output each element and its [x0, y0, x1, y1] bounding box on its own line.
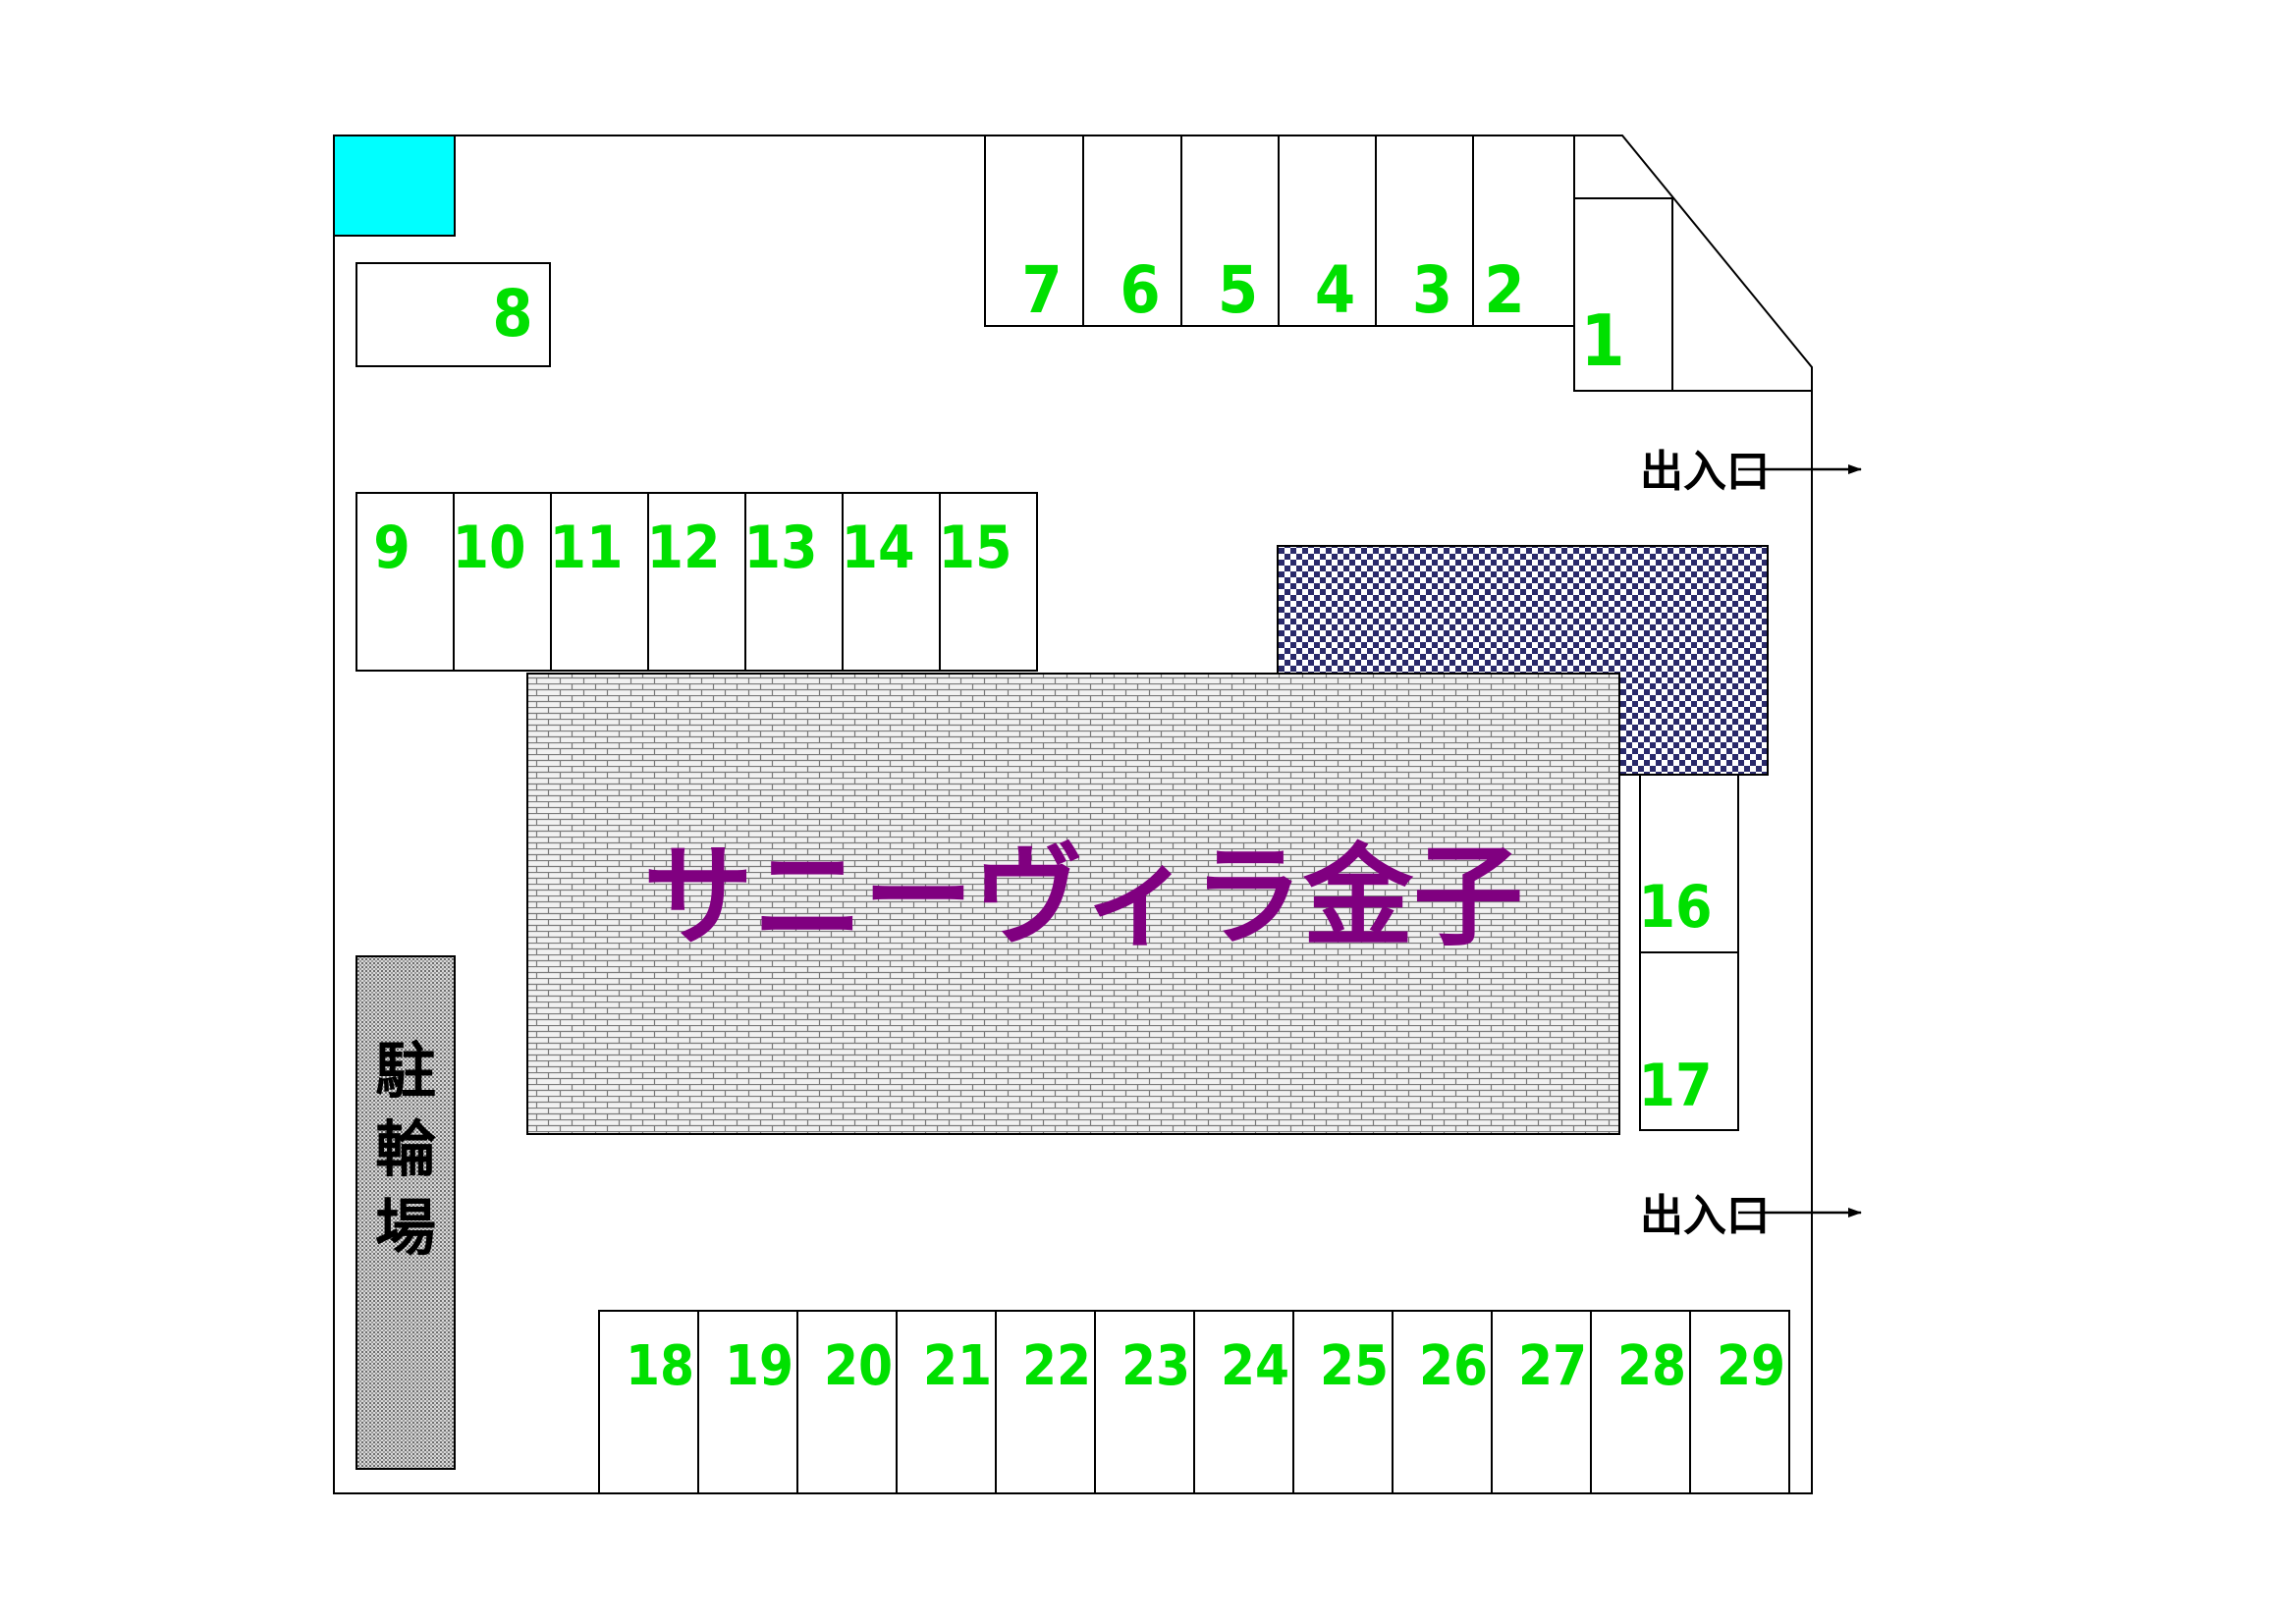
parking-space[interactable]: 17 — [1638, 951, 1739, 1131]
parking-space-number: 5 — [1218, 252, 1258, 328]
bicycle-parking-char: 輪 — [375, 1113, 436, 1185]
parking-space-number: 13 — [743, 514, 817, 582]
parking-space-number: 23 — [1121, 1334, 1190, 1398]
parking-space-number: 7 — [1021, 252, 1062, 328]
parking-space[interactable]: 20 — [796, 1310, 898, 1494]
parking-space-number: 18 — [626, 1334, 694, 1398]
bicycle-parking-char: 駐 — [375, 1035, 436, 1107]
parking-space-number: 15 — [938, 514, 1011, 582]
parking-space-number: 9 — [373, 514, 410, 582]
parking-space-number: 25 — [1320, 1334, 1389, 1398]
bicycle-parking — [355, 955, 456, 1470]
parking-space[interactable]: 14 — [841, 492, 941, 672]
bicycle-parking-char: 場 — [375, 1192, 436, 1264]
bicycle-parking-label: 駐輪場 — [375, 1035, 436, 1264]
parking-space[interactable]: 21 — [896, 1310, 997, 1494]
parking-space-number: 3 — [1412, 252, 1452, 328]
parking-space[interactable]: 3 — [1375, 135, 1474, 328]
parking-space[interactable]: 10 — [452, 492, 552, 672]
marker-square — [333, 135, 456, 237]
parking-space-outline — [1639, 951, 1739, 1131]
parking-space[interactable]: 22 — [995, 1310, 1096, 1494]
entrance-label: 出入口 — [1640, 1191, 1770, 1241]
parking-space-number: 11 — [549, 514, 623, 582]
parking-space-number: 26 — [1419, 1334, 1488, 1398]
parking-space-number: 22 — [1022, 1334, 1091, 1398]
parking-space-number: 4 — [1315, 252, 1355, 328]
parking-space[interactable]: 8 — [355, 262, 551, 367]
parking-space[interactable]: 7 — [984, 135, 1084, 328]
parking-space-number: 17 — [1638, 1052, 1712, 1120]
parking-space[interactable]: 2 — [1472, 135, 1575, 328]
parking-space-number: 8 — [492, 276, 532, 352]
parking-space-number: 19 — [725, 1334, 793, 1398]
parking-space-outline — [939, 492, 1038, 672]
parking-space-outline — [1472, 135, 1575, 327]
parking-space-number: 27 — [1518, 1334, 1587, 1398]
parking-space[interactable]: 25 — [1292, 1310, 1394, 1494]
parking-space-number: 1 — [1580, 299, 1624, 382]
parking-space-number: 6 — [1120, 252, 1160, 328]
parking-space[interactable]: 5 — [1180, 135, 1280, 328]
parking-space-number: 20 — [824, 1334, 893, 1398]
parking-space[interactable]: 27 — [1491, 1310, 1592, 1494]
parking-space-number: 24 — [1221, 1334, 1289, 1398]
parking-space[interactable]: 15 — [938, 492, 1038, 672]
parking-space-outline — [1689, 1310, 1790, 1494]
parking-space-number: 28 — [1617, 1334, 1686, 1398]
parking-space-number: 2 — [1484, 252, 1524, 328]
parking-space-number: 29 — [1717, 1334, 1785, 1398]
building-name: サニーヴィラ金子 — [643, 834, 1523, 961]
parking-space[interactable]: 16 — [1638, 774, 1739, 953]
parking-space[interactable]: 29 — [1689, 1310, 1790, 1494]
entrance-upper: 出入口 — [1640, 447, 1862, 497]
parking-space-number: 10 — [452, 514, 525, 582]
parking-space-number: 21 — [923, 1334, 992, 1398]
building-annex — [1277, 545, 1769, 776]
parking-space-number: 16 — [1638, 873, 1712, 942]
parking-space-outline — [355, 262, 551, 367]
parking-space-number: 14 — [841, 514, 914, 582]
entrance-label: 出入口 — [1640, 447, 1770, 497]
building — [526, 673, 1620, 1135]
entrance-lower: 出入口 — [1640, 1191, 1862, 1241]
parking-space-number: 12 — [646, 514, 720, 582]
